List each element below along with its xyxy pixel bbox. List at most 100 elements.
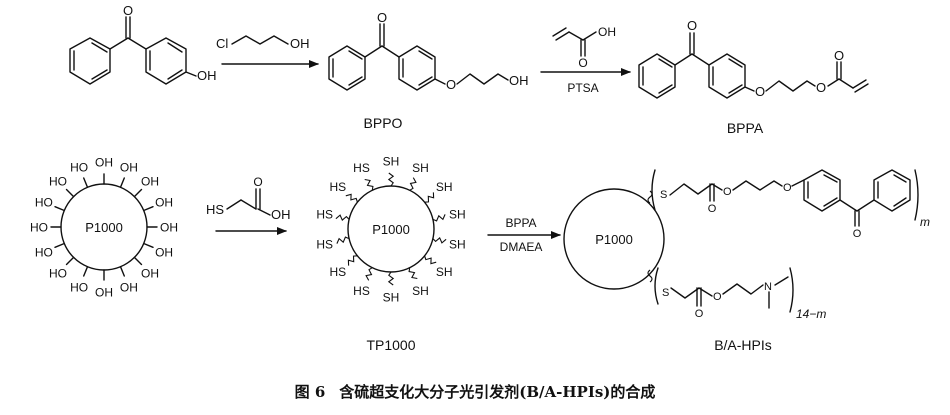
tp1000-thiol-bond [424, 255, 437, 265]
tp1000-thiol-bond [424, 192, 435, 203]
reaction-scheme: O OH Cl OH O O OH BPPO [30, 3, 930, 354]
p1000-hydroxyl-label: HO [30, 221, 48, 235]
repeat-subscript-14-minus-m: 14−m [796, 307, 826, 321]
tp1000-thiol-label: HS [329, 265, 346, 279]
bppa-acrylate-oxygen: O [834, 48, 844, 63]
hydroxyl-group: OH [197, 68, 217, 83]
p1000-hydroxyl-bond [54, 242, 65, 248]
p1000-hydroxyl-label: HO [49, 175, 67, 189]
p1000-hydroxyl-label: HO [70, 160, 88, 174]
bppo-hydroxyl: OH [509, 73, 529, 88]
lower-arm-ester-oxygen: O [713, 291, 722, 303]
reaction-arrow-2: O OH PTSA [540, 25, 631, 95]
tp1000-thiol-bond [432, 237, 447, 244]
thiol-reagent-sh: HS [206, 202, 224, 217]
p1000-hydroxyl-label: OH [95, 286, 113, 300]
upper-arm-ester-oxygen: O [723, 186, 732, 198]
upper-arm-ketone-oxygen: O [853, 228, 862, 240]
p1000-hydroxyl-bond [83, 177, 89, 188]
acrylic-acid-hydroxyl: OH [598, 25, 616, 39]
acrylic-acid-oxygen: O [578, 56, 587, 70]
p1000-hydroxyl-label: OH [95, 156, 113, 170]
tp1000-thiol-label: SH [436, 180, 453, 194]
bppa-ester-oxygen: O [816, 80, 826, 95]
tp1000-thiol-bond [335, 214, 350, 221]
p1000-hydroxyl-bond [65, 256, 75, 266]
p1000-hydroxyl-bond [54, 206, 65, 212]
p1000-hydroxyl-bond [143, 206, 154, 212]
p1000-hydroxyl-bond [65, 188, 75, 198]
reagent-hydroxyl: OH [290, 36, 310, 51]
p1000-hydroxyl-label: HO [35, 245, 53, 259]
tp1000-thiol-label: HS [316, 207, 333, 221]
p1000-hydroxyl-label: OH [160, 221, 178, 235]
p1000-hydroxyl-bond [133, 188, 143, 198]
caption-text: 含硫超支化大分子光引发剂(B/A-HPIs)的合成 [339, 383, 656, 401]
chlorine-atom: Cl [216, 36, 228, 51]
tp1000-thiol-label: SH [412, 161, 429, 175]
tp1000-thiol-label: SH [383, 291, 400, 305]
bppa-label: BPPA [727, 120, 764, 136]
bppa-reagent: BPPA [505, 216, 536, 230]
p1000-hydroxyl-label: OH [141, 175, 159, 189]
tp1000-thiol-label: HS [316, 238, 333, 252]
tp1000-core-label: P1000 [372, 222, 410, 237]
upper-arm-carbonyl-oxygen: O [708, 203, 717, 215]
tp1000-thiol-bond [432, 214, 446, 222]
reaction-arrow-4: BPPA DMAEA [487, 216, 561, 254]
thioglycolic-hydroxyl: OH [271, 207, 291, 222]
tp1000-thiol-label: HS [353, 161, 370, 175]
tp1000-thiol-bond [387, 271, 395, 286]
lower-arm-carbonyl-oxygen: O [695, 308, 704, 320]
bppo-structure: O O OH BPPO [328, 10, 529, 131]
tp1000-thiol-bond [336, 236, 350, 244]
thioglycolic-oxygen: O [253, 175, 262, 189]
carbonyl-oxygen: O [123, 3, 133, 18]
p1000-hydroxyl-bond [133, 256, 143, 266]
tp1000-thiol-bond [387, 172, 395, 187]
b-a-hpis-structure: P1000 S O O O O m S O [563, 169, 930, 353]
tp1000-thiol-bond [409, 177, 417, 191]
upper-arm-ether-oxygen: O [783, 182, 792, 194]
hydroxybenzophenone-structure: O OH [69, 3, 217, 85]
p1000-hydroxyl-label: OH [120, 281, 138, 295]
tp1000-thiol-bond [365, 267, 373, 281]
lower-arm-nitrogen: N [764, 281, 772, 293]
p1000-hydroxyl-label: HO [70, 281, 88, 295]
bppa-structure: O O O O BPPA [638, 18, 869, 136]
reaction-arrow-3: HS O OH [206, 175, 291, 235]
p1000-hydroxyl-bond [83, 266, 89, 277]
tp1000-thiol-bond [364, 178, 374, 191]
p1000-hydroxyl-label: OH [155, 245, 173, 259]
tp1000-thiol-label: SH [383, 155, 400, 169]
product-core-label: P1000 [595, 232, 633, 247]
tp1000-thiol-bond [347, 255, 358, 266]
bppo-ether-oxygen: O [446, 77, 456, 92]
tp1000-thiol-bond [408, 267, 418, 280]
tp1000-thiol-bond [345, 193, 358, 203]
repeat-subscript-m: m [920, 215, 930, 229]
tp1000-thiol-label: SH [436, 265, 453, 279]
bppo-carbonyl-oxygen: O [377, 10, 387, 25]
p1000-hydroxyl-label: OH [155, 196, 173, 210]
p1000-hydroxyl-label: OH [141, 267, 159, 281]
bppa-ether-oxygen: O [755, 84, 765, 99]
tp1000-thiol-label: SH [449, 207, 466, 221]
p1000-hydroxyl-bond [119, 177, 125, 188]
tp1000-thiol-label: SH [412, 284, 429, 298]
p1000-core-label: P1000 [85, 220, 123, 235]
tp1000-thiol-label: SH [449, 238, 466, 252]
tp1000-label: TP1000 [366, 337, 415, 353]
upper-arm-sulfur: S [660, 189, 667, 201]
p1000-hydroxyl-label: HO [35, 196, 53, 210]
lower-arm-sulfur: S [662, 287, 669, 299]
p1000-hydroxyl-label: OH [120, 160, 138, 174]
p1000-hydroxyl-label: HO [49, 267, 67, 281]
b-a-hpis-label: B/A-HPIs [714, 337, 772, 353]
dmaea-reagent: DMAEA [500, 240, 543, 254]
